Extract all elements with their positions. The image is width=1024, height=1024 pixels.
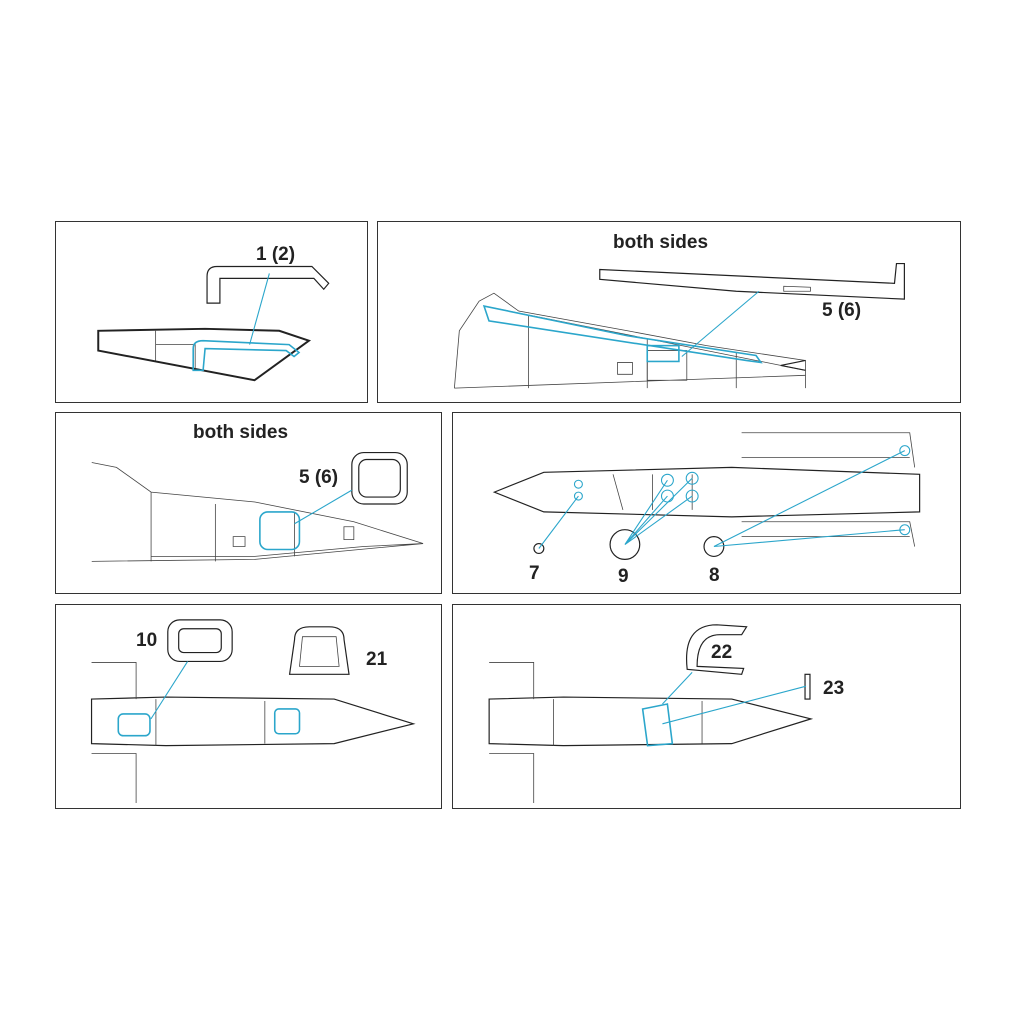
fuselage-side-drawing-canopy-frame [453,262,905,389]
part-label-22: 22 [711,642,733,663]
part-label-7: 7 [529,563,540,584]
part-label-10: 10 [136,630,158,651]
part-label-9: 9 [618,566,629,587]
step-panel-5: 10 21 [55,604,442,809]
step-panel-1: 1 (2) [55,221,368,403]
step-panel-2: both sides 5 (6) [377,221,961,403]
step-panel-6: 22 23 [452,604,961,809]
top-view-canopy-frame-drawing [488,624,814,804]
canopy-side-drawing [97,265,330,382]
panel-heading-both-sides: both sides [613,232,709,253]
part-label-5-6: 5 (6) [299,467,339,488]
top-view-canopy-window-drawing [90,619,416,804]
fuselage-side-drawing-window [91,451,424,562]
part-label-5-6: 5 (6) [822,300,862,321]
step-panel-4: 7 9 8 [452,412,961,594]
part-label-8: 8 [709,565,720,586]
part-label-1: 1 (2) [256,244,296,265]
part-label-21: 21 [366,649,388,670]
panel-heading-both-sides: both sides [193,422,289,443]
top-view-instrument-drawing [492,432,921,560]
step-panel-3: both sides 5 (6) [55,412,442,594]
part-label-23: 23 [823,678,845,699]
